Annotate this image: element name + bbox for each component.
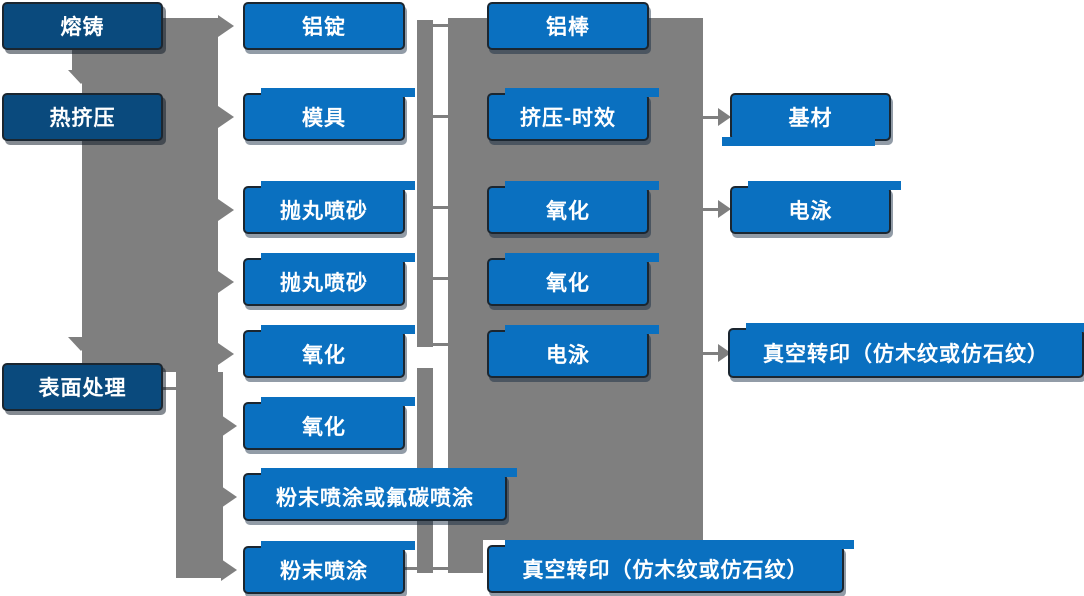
link-row5 — [432, 343, 448, 346]
node-mold: 模具 — [243, 88, 415, 141]
node-label: 挤压-时效 — [520, 107, 616, 130]
arrow-down-to-hot-extrusion — [68, 70, 94, 84]
link-surface-treatment — [163, 387, 177, 390]
node-melt-casting: 熔铸 — [2, 2, 163, 50]
node-extrusion-aging: 挤压-时效 — [487, 88, 659, 141]
node-label: 基材 — [788, 107, 833, 130]
arrow-tail-to-base-material — [703, 116, 720, 119]
arrow-to-shot-blasting-1 — [218, 199, 234, 221]
node-aluminum-rod: 铝棒 — [487, 2, 649, 50]
arrow-down-to-surface-treatment — [68, 337, 94, 351]
node-label: 电泳 — [546, 344, 590, 367]
node-powder-or-fluorocarbon-spraying: 粉末喷涂或氟碳喷涂 — [243, 468, 517, 521]
node-vacuum-transfer-2: 真空转印（仿木纹或仿石纹） — [728, 323, 1084, 378]
node-vacuum-transfer-1: 真空转印（仿木纹或仿石纹） — [487, 540, 854, 593]
connector-main-band — [82, 18, 218, 372]
node-label: 氧化 — [302, 416, 346, 439]
node-oxidation-4: 氧化 — [487, 253, 659, 306]
arrow-to-electrophoresis-2 — [718, 200, 731, 218]
link-row4 — [432, 277, 448, 280]
node-label: 模具 — [302, 107, 346, 130]
connector-surface-band — [176, 372, 223, 578]
link-row2 — [432, 115, 448, 118]
node-label: 氧化 — [302, 344, 346, 367]
node-label: 电泳 — [788, 200, 833, 223]
arrow-tail-to-vacuum-transfer-2 — [703, 352, 720, 355]
link-row3 — [432, 206, 448, 209]
arrow-to-mold — [218, 106, 234, 128]
arrow-to-oxidation-2 — [221, 415, 237, 437]
node-aluminum-ingot: 铝锭 — [243, 2, 405, 50]
node-label: 铝棒 — [546, 16, 590, 39]
node-label: 表面处理 — [38, 377, 127, 400]
node-label: 抛丸喷砂 — [280, 200, 368, 223]
node-shot-blasting-1: 抛丸喷砂 — [243, 181, 415, 234]
node-oxidation-3: 氧化 — [487, 181, 659, 234]
node-label: 真空转印（仿木纹或仿石纹） — [763, 343, 1049, 366]
arrow-shaft-melt-to-extrusion — [72, 48, 88, 74]
node-powder-spraying: 粉末喷涂 — [243, 541, 415, 594]
arrow-tail-to-electrophoresis-2 — [703, 208, 720, 211]
arrow-to-oxidation-1 — [218, 343, 234, 365]
node-label: 氧化 — [546, 272, 590, 295]
node-shot-blasting-2: 抛丸喷砂 — [243, 253, 415, 306]
arrow-to-powder-fluorocarbon — [221, 486, 237, 508]
arrow-to-aluminum-ingot — [218, 15, 234, 37]
node-label: 粉末喷涂或氟碳喷涂 — [276, 487, 474, 510]
node-electrophoresis-2: 电泳 — [730, 181, 901, 234]
node-label: 抛丸喷砂 — [280, 272, 368, 295]
node-oxidation-1: 氧化 — [243, 325, 415, 378]
node-oxidation-2: 氧化 — [243, 397, 415, 450]
arrow-to-shot-blasting-2 — [218, 271, 234, 293]
node-hot-extrusion: 热挤压 — [2, 93, 163, 141]
arrow-to-base-material — [718, 108, 731, 126]
arrow-to-powder-spraying — [221, 559, 237, 581]
node-electrophoresis-1: 电泳 — [487, 325, 659, 378]
node-base-material: 基材 — [722, 93, 891, 146]
node-label: 铝锭 — [302, 16, 346, 39]
arrow-to-vacuum-transfer-2 — [718, 344, 731, 362]
node-surface-treatment: 表面处理 — [2, 363, 163, 411]
connector-bus-strip-upper — [417, 20, 433, 347]
link-row1 — [432, 24, 448, 27]
node-label: 热挤压 — [49, 107, 116, 130]
connector-right-block-tab — [448, 540, 483, 573]
node-label: 粉末喷涂 — [280, 560, 368, 583]
node-label: 氧化 — [546, 200, 590, 223]
link-powder-to-strip — [405, 567, 448, 570]
node-label: 熔铸 — [60, 16, 105, 39]
node-label: 真空转印（仿木纹或仿石纹） — [522, 559, 809, 582]
